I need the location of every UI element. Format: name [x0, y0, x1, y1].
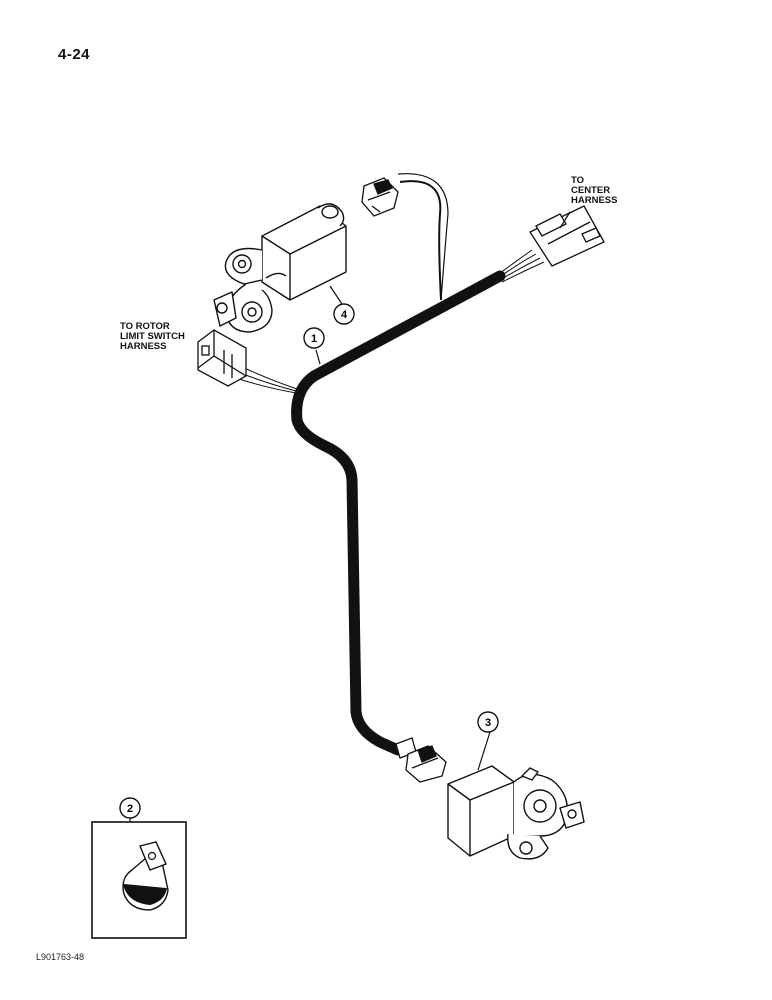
svg-text:4: 4: [341, 309, 348, 321]
upper-limit-switch: [213, 203, 347, 333]
balloon-3: 3: [477, 711, 499, 733]
lower-switch-connector: [395, 737, 447, 783]
callout-rotor-harness: TO ROTOR LIMIT SWITCH HARNESS: [120, 321, 185, 352]
balloon-1: 1: [303, 327, 325, 349]
leader-lines: [315, 211, 571, 771]
callout-center-harness: TO CENTER HARNESS: [571, 175, 618, 206]
svg-text:3: 3: [485, 717, 491, 729]
clamp-detail: [91, 821, 187, 939]
lower-limit-switch: [447, 765, 585, 860]
center-harness-wires: [495, 249, 545, 283]
svg-text:2: 2: [127, 803, 133, 815]
balloon-2: 2: [119, 797, 141, 822]
rotor-harness-connector: [197, 329, 247, 387]
reference-code: L901763-48: [36, 952, 85, 962]
upper-switch-connector: [361, 177, 399, 217]
page-number: 4-24: [58, 46, 91, 63]
svg-text:1: 1: [311, 333, 317, 345]
upper-pigtail-wire: [399, 180, 442, 301]
center-harness-connector: [529, 205, 605, 267]
balloon-4: 4: [333, 303, 355, 325]
main-harness: [291, 270, 506, 756]
